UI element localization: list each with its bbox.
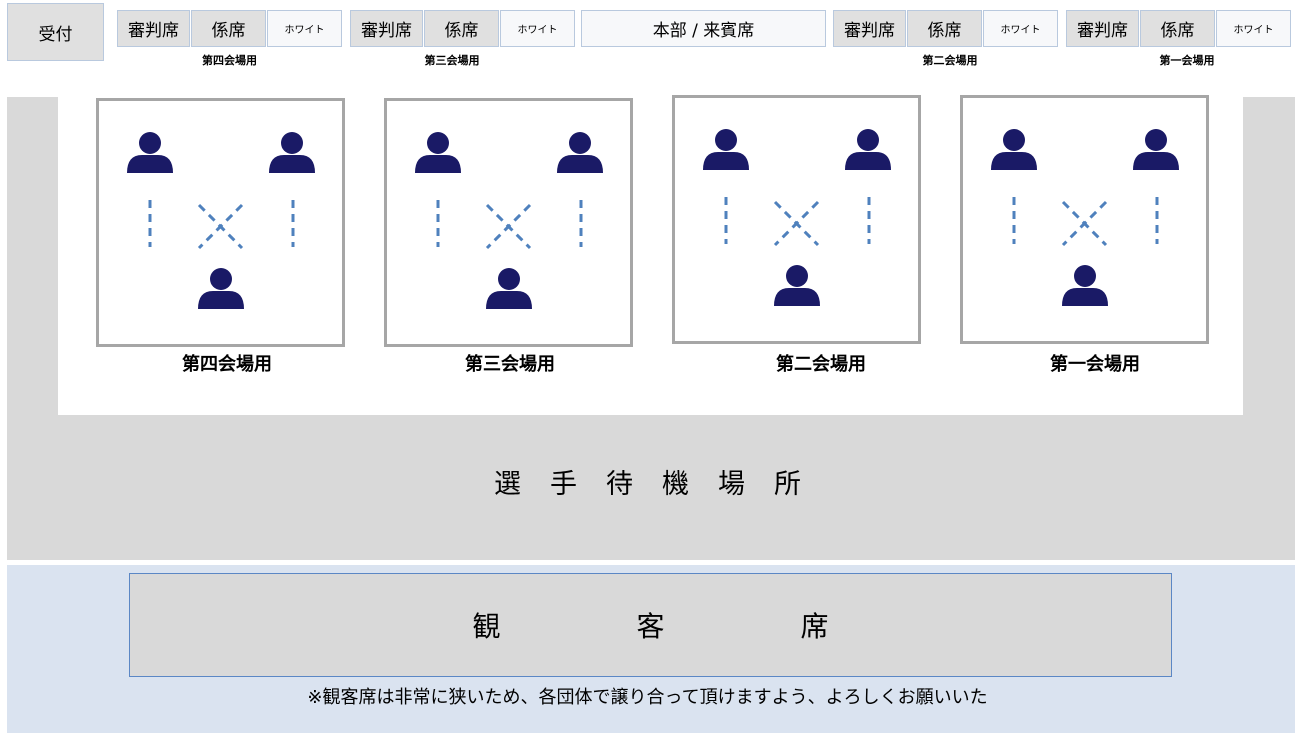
court-4 — [96, 98, 345, 347]
top-label-court-3: 第三会場用 — [424, 54, 480, 67]
person-icon — [774, 265, 820, 306]
whiteboard-court-4: ホワイト — [267, 10, 342, 47]
whiteboard-court-2: ホワイト — [983, 10, 1058, 47]
court-4-drawing — [127, 132, 315, 309]
person-icon — [703, 129, 749, 170]
court-label-4: 第四会場用 — [182, 354, 272, 375]
court-1 — [960, 95, 1209, 344]
person-icon — [127, 132, 173, 173]
person-icon — [845, 129, 891, 170]
person-icon — [1062, 265, 1108, 306]
top-label-court-4: 第四会場用 — [202, 54, 257, 67]
court-2-drawing — [703, 129, 891, 306]
clerk-seat-court-1: 係席 — [1140, 10, 1215, 47]
person-icon — [486, 268, 532, 309]
audience-label: 観客席 — [472, 610, 965, 643]
person-icon — [991, 129, 1037, 170]
referee-seat-court-4: 審判席 — [117, 10, 190, 47]
court-3-drawing — [415, 132, 603, 309]
clerk-seat-court-3: 係席 — [424, 10, 499, 47]
whiteboard-court-3: ホワイト — [500, 10, 575, 47]
court-3 — [384, 98, 633, 347]
top-label-court-2: 第二会場用 — [922, 54, 978, 67]
court-2 — [672, 95, 921, 344]
person-icon — [269, 132, 315, 173]
hq-guest-seat: 本部 / 来賓席 — [581, 10, 826, 47]
referee-seat-court-3: 審判席 — [350, 10, 423, 47]
clerk-seat-court-2: 係席 — [907, 10, 982, 47]
waiting-area-label: 選手待機場所 — [494, 469, 830, 500]
audience-seating-box: 観客席 — [129, 573, 1172, 677]
person-icon — [415, 132, 461, 173]
person-icon — [557, 132, 603, 173]
reception-box: 受付 — [7, 3, 104, 61]
audience-note: ※観客席は非常に狭いため、各団体で譲り合って頂けますよう、よろしくお願いいた — [307, 687, 988, 708]
person-icon — [198, 268, 244, 309]
referee-seat-court-1: 審判席 — [1066, 10, 1139, 47]
person-icon — [1133, 129, 1179, 170]
court-1-drawing — [991, 129, 1179, 306]
top-label-court-1: 第一会場用 — [1159, 54, 1215, 67]
court-label-3: 第三会場用 — [465, 354, 555, 375]
clerk-seat-court-4: 係席 — [191, 10, 266, 47]
court-label-2: 第二会場用 — [776, 354, 866, 375]
whiteboard-court-1: ホワイト — [1216, 10, 1291, 47]
referee-seat-court-2: 審判席 — [833, 10, 906, 47]
court-label-1: 第一会場用 — [1050, 354, 1140, 375]
